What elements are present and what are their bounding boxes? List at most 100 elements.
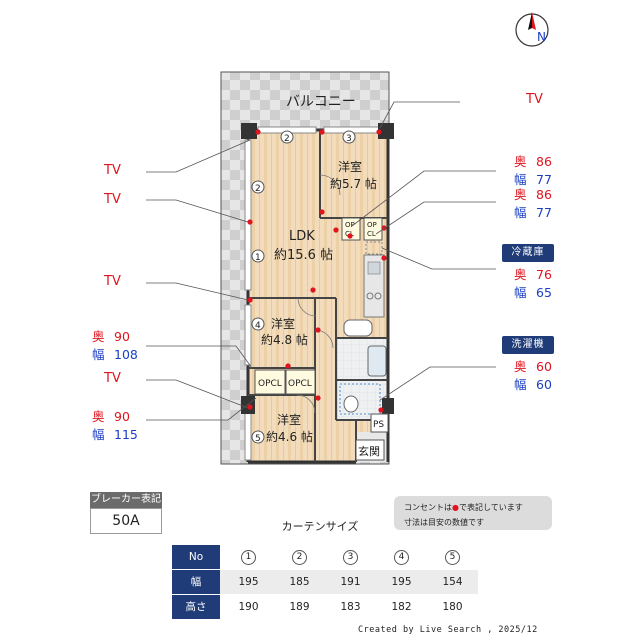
svg-text:2: 2 <box>255 184 261 194</box>
breaker-value: 50A <box>90 508 162 534</box>
width-label: 幅 <box>92 427 105 442</box>
svg-text:1: 1 <box>255 253 261 263</box>
toilet <box>343 395 359 413</box>
width-label: 幅 <box>514 377 527 392</box>
depth-label: 奥 <box>514 154 527 169</box>
kitchen-sink <box>367 261 381 275</box>
window-marker-left-1: 1 <box>251 249 265 263</box>
washer-space <box>339 383 381 415</box>
tv-label-2: TV <box>104 192 121 207</box>
window-marker-left-4: 4 <box>251 317 265 331</box>
pipe-space-label: PS <box>373 420 384 430</box>
curtain-height-4: 182 <box>391 601 412 613</box>
curtain-row-height: 高さ 190 189 183 182 180 <box>172 595 478 619</box>
bathtub <box>367 345 387 377</box>
closet2-dims: 奥 86 幅 77 <box>514 186 552 222</box>
washer-badge: 洗濯機 <box>502 336 554 354</box>
note-line-2: 寸法は目安の数値です <box>404 518 484 527</box>
closet1-dims: 奥 86 幅 77 <box>514 153 552 189</box>
note-box: コンセントは●で表記しています 寸法は目安の数値です <box>394 496 552 530</box>
window-marker-top-3: 3 <box>342 130 356 144</box>
room-western-c-name: 洋室 <box>277 412 301 427</box>
room-western-b-name: 洋室 <box>271 316 295 331</box>
room-western-a-name: 洋室 <box>338 159 362 174</box>
room-western-b-size: 約4.8 帖 <box>261 332 308 347</box>
closet2-depth: 86 <box>536 187 552 202</box>
outlet-dots <box>247 129 387 413</box>
note-line1-b: で表記しています <box>458 503 523 512</box>
window-markers: 2 3 2 1 4 5 <box>251 130 356 444</box>
curtain-width-5: 154 <box>442 576 463 588</box>
closet-small-1-label-a: OP <box>345 221 355 229</box>
opcl-left-dims: 奥 90 幅 108 <box>92 328 138 364</box>
opcl-left-depth: 90 <box>114 329 130 344</box>
tv-label-4: TV <box>104 371 121 386</box>
entrance-label: 玄関 <box>358 444 380 458</box>
width-label: 幅 <box>514 285 527 300</box>
room-ldk-name: LDK <box>289 229 315 244</box>
opcl-left-width: 108 <box>114 347 138 362</box>
curtain-row-no: No 1 2 3 4 5 <box>172 545 478 569</box>
width-label: 幅 <box>92 347 105 362</box>
fridge-badge: 冷蔵庫 <box>502 244 554 262</box>
width-label: 幅 <box>514 205 527 220</box>
closet-small-2-label-a: OP <box>367 221 377 229</box>
curtain-head-height: 高さ <box>172 595 220 619</box>
curtain-width-4: 195 <box>391 576 412 588</box>
closet2-width: 77 <box>536 205 552 220</box>
washbasin <box>343 319 373 337</box>
width-label: 幅 <box>514 172 527 187</box>
washer-width: 60 <box>536 377 552 392</box>
depth-label: 奥 <box>514 187 527 202</box>
stove-burner-2 <box>374 292 382 300</box>
curtain-no-3: 3 <box>343 549 358 565</box>
curtain-title: カーテンサイズ <box>281 520 359 533</box>
compass-label: N <box>537 30 546 44</box>
curtain-row-width: 幅 195 185 191 195 154 <box>172 570 478 594</box>
curtain-height-3: 183 <box>340 601 361 613</box>
room-western-a-size: 約5.7 帖 <box>330 176 377 191</box>
curtain-height-1: 190 <box>238 601 259 613</box>
curtain-head-no: No <box>172 545 220 569</box>
outlet-icon: ● <box>452 503 459 512</box>
balcony-label: バルコニー <box>286 94 356 110</box>
closet-opcl-left-label: OPCL <box>258 379 282 389</box>
curtain-head-width: 幅 <box>172 570 220 594</box>
leader-lines <box>146 101 496 421</box>
depth-label: 奥 <box>514 267 527 282</box>
curtain-height-5: 180 <box>442 601 463 613</box>
breaker-label: ブレーカー表記 <box>90 492 162 508</box>
depth-label: 奥 <box>92 329 105 344</box>
closet1-depth: 86 <box>536 154 552 169</box>
depth-label: 奥 <box>92 409 105 424</box>
fridge-dims: 奥 76 幅 65 <box>514 266 552 302</box>
curtain-no-4: 4 <box>394 549 409 565</box>
closet1-width: 77 <box>536 172 552 187</box>
svg-text:2: 2 <box>284 134 290 144</box>
tv-label-balcony: TV <box>526 92 543 107</box>
closet-opcl-right <box>285 369 316 395</box>
svg-text:4: 4 <box>255 321 261 331</box>
curtain-no-5: 5 <box>445 549 460 565</box>
window-marker-left-2: 2 <box>251 180 265 194</box>
washer-depth: 60 <box>536 359 552 374</box>
window-marker-top-2: 2 <box>280 130 294 144</box>
pipe-space <box>370 413 389 433</box>
tv-label-1: TV <box>104 163 121 178</box>
fridge-width: 65 <box>536 285 552 300</box>
svg-text:3: 3 <box>346 134 352 144</box>
compass: N <box>515 12 549 47</box>
closet-small-2-label-b: CL <box>367 230 376 238</box>
window-marker-left-5: 5 <box>251 430 265 444</box>
room-ldk-size: 約15.6 帖 <box>274 248 333 263</box>
note-line1-a: コンセントは <box>404 503 452 512</box>
entrance-box <box>355 439 385 461</box>
curtain-width-2: 185 <box>289 576 310 588</box>
fridge-depth: 76 <box>536 267 552 282</box>
svg-text:5: 5 <box>255 434 261 444</box>
columns <box>241 123 394 414</box>
compass-needle-red <box>532 12 536 30</box>
curtain-no-1: 1 <box>241 549 256 565</box>
